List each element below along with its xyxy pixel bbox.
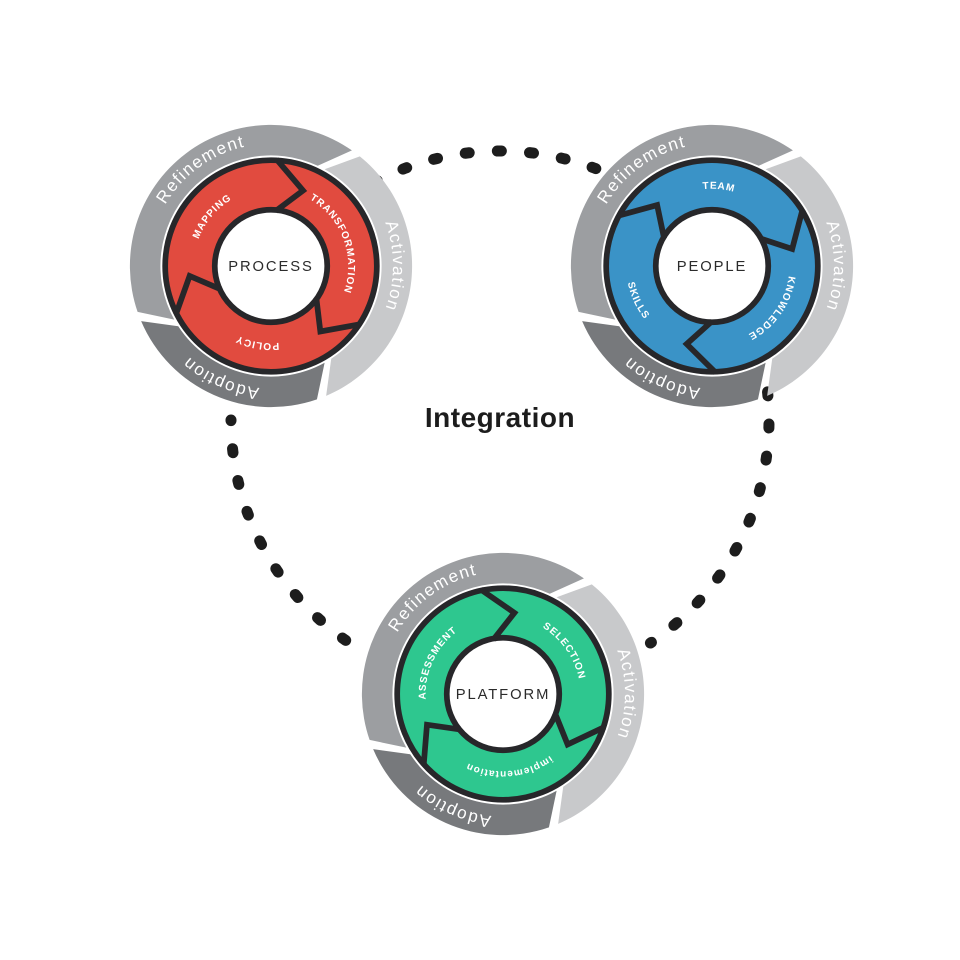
wheel-center-label: PEOPLE [677, 259, 748, 275]
phase-segment-activation [765, 156, 854, 396]
connector-arc-left [225, 414, 352, 646]
segment-divider-arrow [173, 272, 223, 316]
segment-divider-arrow [682, 319, 718, 375]
segment-divider-arrow [552, 711, 606, 749]
phase-segment-adoption [141, 321, 325, 408]
connector-arc-top [368, 145, 602, 188]
wheel-center-label: PROCESS [228, 259, 314, 275]
phase-segment-refinement [570, 124, 793, 320]
segment-divider-arrow [274, 157, 308, 214]
phase-segment-refinement [361, 552, 584, 748]
phase-segment-adoption [582, 321, 766, 408]
segment-divider-arrow [420, 721, 462, 766]
segment-divider-arrow [616, 201, 667, 239]
phase-segment-activation [556, 584, 645, 824]
segment-divider-arrow [479, 587, 519, 642]
segment-label: TEAM [702, 181, 736, 195]
wheel-center-label: PLATFORM [456, 687, 551, 703]
segment-divider-arrow [313, 297, 362, 335]
segment-divider-arrow [758, 208, 806, 253]
hub-circle [211, 206, 331, 326]
phase-segment-refinement [129, 124, 352, 320]
connector-arc-right [644, 386, 775, 649]
phase-segment-activation [324, 156, 413, 396]
hub-circle [443, 634, 563, 754]
integration-title: Integration [424, 402, 576, 433]
phase-segment-adoption [373, 749, 557, 836]
